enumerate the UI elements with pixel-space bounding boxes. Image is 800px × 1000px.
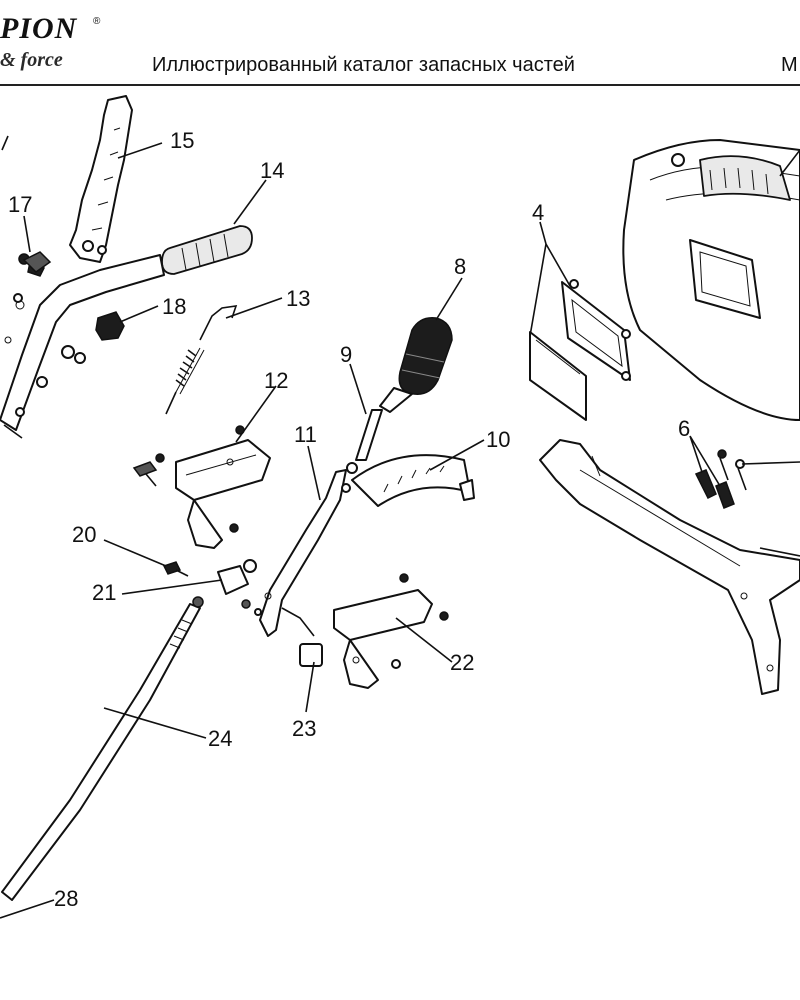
callout-8: 8 (454, 254, 466, 279)
part-9-shaft[interactable] (341, 409, 383, 493)
callout-12: 12 (264, 368, 288, 393)
callout-6: 6 (678, 416, 690, 441)
callout-23: 23 (292, 716, 316, 741)
callout-21: 21 (92, 580, 116, 605)
callout-10: 10 (486, 427, 510, 452)
part-13-spring-rod[interactable] (165, 305, 238, 415)
brand-tagline: & force (0, 49, 63, 71)
callout-17: 17 (8, 192, 32, 217)
registered-mark: ® (93, 16, 101, 27)
callout-24: 24 (208, 726, 232, 751)
model-code: M (781, 54, 798, 76)
part-21-pivot-block[interactable] (217, 559, 262, 616)
callout-18: 18 (162, 294, 186, 319)
base-frame[interactable] (539, 439, 800, 695)
catalog-header: PION ® & force Иллюстрированный каталог … (0, 0, 800, 86)
callout-11: 11 (294, 422, 317, 447)
callout-20: 20 (72, 522, 96, 547)
callout-22: 22 (450, 650, 474, 675)
part-17-lever[interactable] (22, 251, 52, 273)
part-12-bracket-plate[interactable] (175, 439, 271, 549)
callout-9: 9 (340, 342, 352, 367)
handle-tube[interactable] (0, 254, 165, 431)
callout-labels: 15 14 17 18 13 12 9 8 11 10 4 6 20 21 22… (8, 128, 690, 911)
engine-housing[interactable] (622, 139, 800, 421)
part-10-shift-gate[interactable] (351, 454, 475, 507)
part-23-spring[interactable] (299, 643, 323, 667)
callout-4: 4 (532, 200, 544, 225)
part-11-shift-arm[interactable] (259, 469, 347, 637)
part-20-bolt[interactable] (162, 561, 189, 577)
part-18-clip[interactable] (95, 311, 125, 341)
catalog-title: Иллюстрированный каталог запасных частей (152, 54, 575, 76)
part-6-screws[interactable] (694, 449, 747, 509)
leader-lines (0, 142, 800, 919)
part-22-cover-plate[interactable] (333, 573, 449, 689)
part-15-handle-bracket[interactable] (69, 95, 133, 263)
callout-14: 14 (260, 158, 284, 183)
callout-15: 15 (170, 128, 194, 153)
part-12-fasteners (132, 425, 245, 533)
callout-13: 13 (286, 286, 310, 311)
brand-logo: PION (0, 12, 78, 45)
part-24-control-rod[interactable] (1, 596, 204, 901)
part-8-shift-knob[interactable] (379, 317, 453, 413)
header-rule (0, 84, 800, 86)
callout-28: 28 (54, 886, 78, 911)
part-14-handle-grip[interactable] (161, 225, 253, 275)
part-4-filter-frame[interactable] (529, 279, 631, 421)
